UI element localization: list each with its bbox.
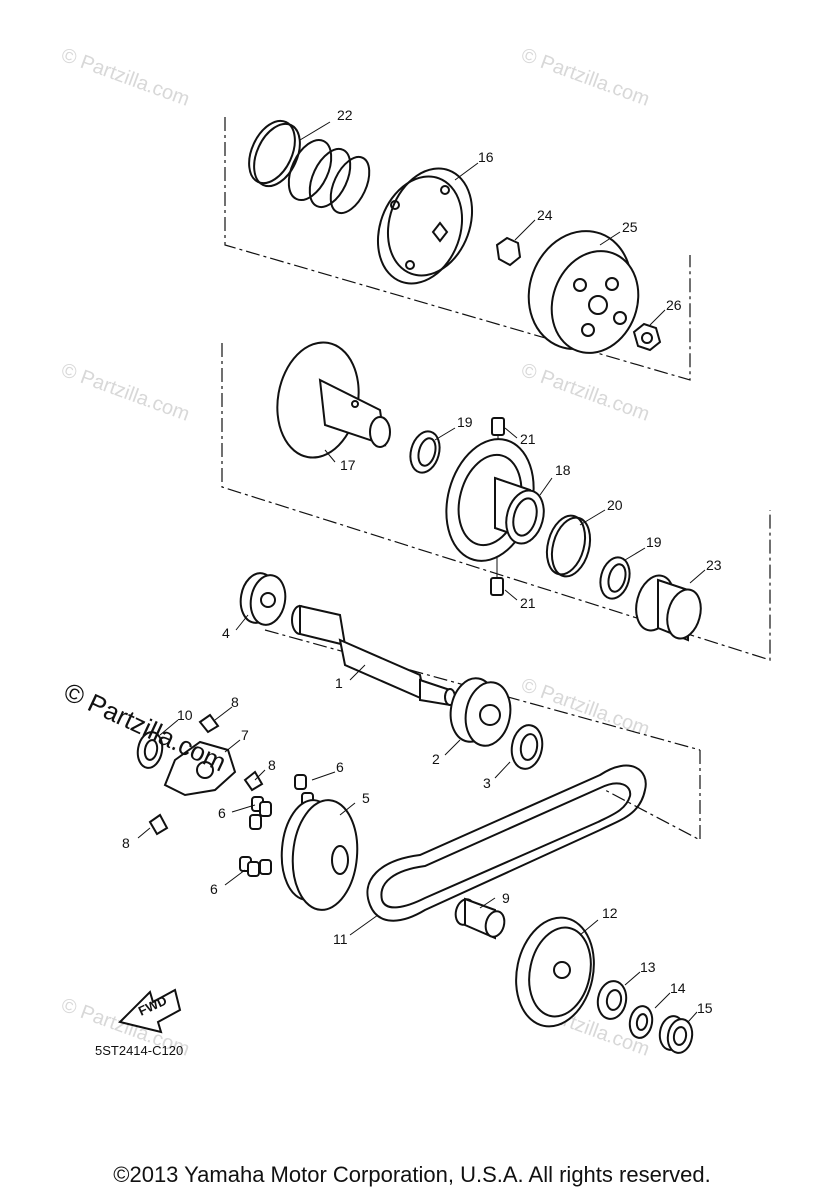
callout-23: 23 <box>706 557 722 573</box>
watermark: © Partzilla.com <box>518 359 652 426</box>
watermark: © Partzilla.com <box>58 44 192 111</box>
callout-26: 26 <box>666 297 682 313</box>
part-7-cam <box>163 740 237 797</box>
part-19-oil-seal <box>409 430 441 474</box>
part-20-o-ring <box>545 514 592 578</box>
callout-17: 17 <box>340 457 356 473</box>
part-1-shaft <box>291 604 456 707</box>
part-17-secondary-sheave <box>276 341 391 459</box>
callout-14: 14 <box>670 980 686 996</box>
callout-labels: 22 16 24 25 26 17 19 21 18 20 19 23 21 4… <box>122 107 722 1016</box>
callout-12: 12 <box>602 905 618 921</box>
callout-8: 8 <box>122 835 130 851</box>
part-16-clutch-carrier <box>376 167 474 285</box>
leader-lines <box>137 121 706 1023</box>
part-12-fixed-sheave <box>515 916 595 1028</box>
callout-8: 8 <box>231 694 239 710</box>
callout-11: 11 <box>333 931 348 947</box>
watermark: © Partzilla.com <box>58 359 192 426</box>
part-5-primary-sheave <box>280 799 359 911</box>
callout-6: 6 <box>210 881 218 897</box>
part-13-nut <box>596 980 628 1020</box>
part-11-v-belt <box>366 764 647 922</box>
copyright-notice: ©2013 Yamaha Motor Corporation, U.S.A. A… <box>113 1162 711 1187</box>
part-8-slider <box>148 813 169 836</box>
part-10-washer <box>136 731 164 769</box>
part-19-oil-seal <box>599 556 631 600</box>
part-8-slider <box>198 713 220 734</box>
part-15-nut <box>658 1015 694 1054</box>
callout-16: 16 <box>478 149 494 165</box>
part-14-washer <box>628 1005 654 1039</box>
callout-10: 10 <box>177 707 193 723</box>
part-25-clutch-housing <box>527 230 640 354</box>
callout-22: 22 <box>337 107 353 123</box>
watermark-layer: © Partzilla.com © Partzilla.com © Partzi… <box>58 44 652 1061</box>
watermark: © Partzilla.com <box>518 44 652 111</box>
callout-6: 6 <box>218 805 226 821</box>
callout-1: 1 <box>335 675 343 691</box>
callout-8: 8 <box>268 757 276 773</box>
part-18-sliding-sheave <box>445 438 545 562</box>
part-8-slider <box>243 770 264 792</box>
part-26-nut <box>632 322 662 352</box>
callout-4: 4 <box>222 625 230 641</box>
callout-3: 3 <box>483 775 491 791</box>
part-9-collar <box>454 897 506 940</box>
callout-7: 7 <box>241 727 249 743</box>
callout-13: 13 <box>640 959 656 975</box>
part-2-bearing <box>449 677 512 747</box>
callout-15: 15 <box>697 1000 713 1016</box>
part-22-spring <box>248 119 371 215</box>
part-3-oil-seal <box>510 724 544 770</box>
callout-20: 20 <box>607 497 623 513</box>
diagram-code: 5ST2414-C120 <box>95 1043 183 1058</box>
callout-25: 25 <box>622 219 638 235</box>
part-23-guide <box>635 574 702 642</box>
callout-19: 19 <box>646 534 662 550</box>
callout-18: 18 <box>555 462 571 478</box>
callout-9: 9 <box>502 890 510 906</box>
part-4-bearing <box>239 572 287 626</box>
callout-5: 5 <box>362 790 370 806</box>
part-24-nut <box>495 236 522 267</box>
callout-24: 24 <box>537 207 553 223</box>
callout-2: 2 <box>432 751 440 767</box>
callout-6: 6 <box>336 759 344 775</box>
callout-19: 19 <box>457 414 473 430</box>
callout-21: 21 <box>520 431 536 447</box>
callout-21: 21 <box>520 595 536 611</box>
